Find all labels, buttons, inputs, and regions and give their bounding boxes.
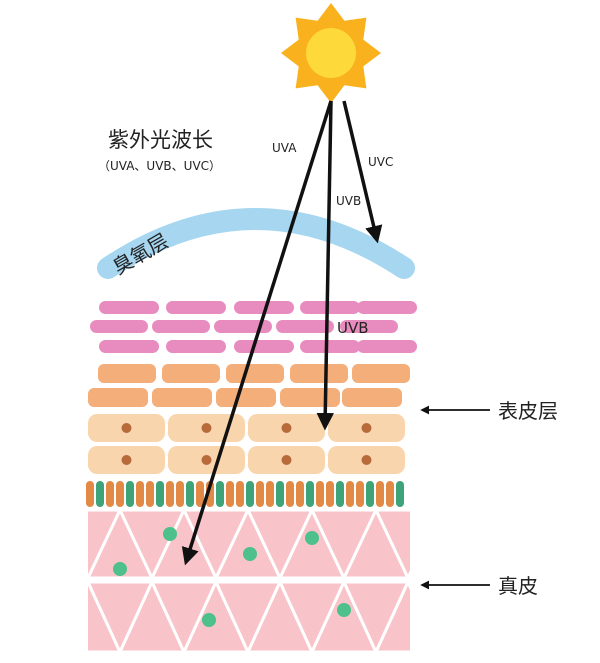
basal-cell [216, 481, 224, 507]
ozone-layer [97, 208, 415, 279]
basal-cell [136, 481, 144, 507]
diagram-subtitle: （UVA、UVB、UVC） [98, 159, 221, 173]
basal-cell [186, 481, 194, 507]
basal-cell [396, 481, 404, 507]
uvb-skin-label: UVB [337, 319, 369, 337]
basal-cell [176, 481, 184, 507]
dermis-tissue [405, 570, 410, 580]
basal-cell [156, 481, 164, 507]
basal-cell [306, 481, 314, 507]
stratum-corneum [90, 301, 417, 353]
basal-cell [96, 481, 104, 507]
dermis-dot [113, 562, 127, 576]
dermis-dot [337, 603, 351, 617]
corneum-cell [340, 320, 398, 333]
basal-cell [226, 481, 234, 507]
uvb-ray [316, 100, 335, 431]
corneum-cell [276, 320, 334, 333]
corneum-cell [234, 301, 294, 314]
basal-cell [316, 481, 324, 507]
cell-nucleus [121, 423, 132, 433]
dermis-tissue [373, 578, 410, 653]
basal-cell [386, 481, 394, 507]
sun-icon [281, 3, 381, 103]
dermis-label: 真皮 [498, 574, 538, 598]
uva-ray [181, 100, 333, 566]
basal-cell [256, 481, 264, 507]
epidermis-cell [352, 364, 410, 383]
epidermis-cell [98, 364, 156, 383]
epidermis-cell [162, 364, 220, 383]
epidermis-cell [216, 388, 276, 407]
cell-nucleus [281, 455, 292, 465]
cell-nucleus [361, 423, 372, 433]
uva-label: UVA [272, 141, 297, 155]
corneum-cell [234, 340, 294, 353]
dermis-tissue [373, 508, 410, 582]
basal-cell [236, 481, 244, 507]
dermis-dot [202, 613, 216, 627]
basal-cell [196, 481, 204, 507]
dermis-tissue [440, 510, 504, 578]
basal-cell [286, 481, 294, 507]
corneum-cell [357, 301, 417, 314]
dermis-dot [243, 547, 257, 561]
epidermis-nucleated-cells [88, 414, 405, 474]
epidermis-label: 表皮层 [498, 399, 558, 423]
basal-cell [336, 481, 344, 507]
basal-cell [166, 481, 174, 507]
epidermis-cell [88, 388, 148, 407]
epidermis-upper-cells [88, 364, 410, 407]
basal-cell [246, 481, 254, 507]
cell-nucleus [281, 423, 292, 433]
epidermis-cell [342, 388, 402, 407]
corneum-cell [357, 340, 417, 353]
basal-cell [276, 481, 284, 507]
dermis-dot [163, 527, 177, 541]
basal-cell [366, 481, 374, 507]
ozone-label: 臭氧层 [109, 229, 173, 280]
diagram-title: 紫外光波长 [108, 128, 213, 152]
corneum-cell [99, 340, 159, 353]
basal-cell [266, 481, 274, 507]
corneum-cell [166, 340, 226, 353]
cell-nucleus [201, 455, 212, 465]
uvc-ray [342, 100, 383, 244]
basal-layer [86, 481, 404, 507]
basal-cell [146, 481, 154, 507]
cell-nucleus [361, 455, 372, 465]
uvc-label: UVC [368, 155, 393, 169]
corneum-cell [99, 301, 159, 314]
corneum-cell [300, 301, 360, 314]
dermis-tissue [88, 574, 91, 580]
basal-cell [346, 481, 354, 507]
epidermis-cell [290, 364, 348, 383]
basal-cell [296, 481, 304, 507]
corneum-cell [90, 320, 148, 333]
dermis-tissue [405, 580, 410, 590]
dermis-layer [88, 508, 504, 653]
corneum-cell [166, 301, 226, 314]
basal-cell [116, 481, 124, 507]
uvb-label: UVB [336, 194, 361, 208]
cell-nucleus [121, 455, 132, 465]
basal-cell [126, 481, 134, 507]
epidermis-cell [152, 388, 212, 407]
basal-cell [326, 481, 334, 507]
corneum-cell [300, 340, 360, 353]
basal-cell [106, 481, 114, 507]
basal-cell [356, 481, 364, 507]
basal-cell [86, 481, 94, 507]
cell-nucleus [201, 423, 212, 433]
epidermis-cell [226, 364, 284, 383]
corneum-cell [152, 320, 210, 333]
basal-cell [376, 481, 384, 507]
dermis-dot [305, 531, 319, 545]
epidermis-cell [280, 388, 340, 407]
